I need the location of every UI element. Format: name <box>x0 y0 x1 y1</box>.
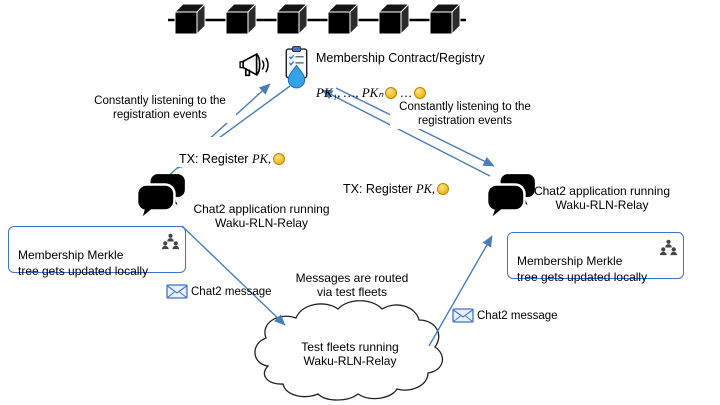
coin-icon <box>273 153 286 165</box>
tx-register-right: TX: Register PK, <box>341 167 454 197</box>
arrow-chat2-message-right <box>428 235 493 347</box>
members-tree-icon <box>161 232 180 251</box>
tx-prefix: TX: Register <box>179 152 252 166</box>
merkle-box-right: Membership Merkle tree gets updated loca… <box>507 232 684 284</box>
listening-label-right: Constantly listening to the registration… <box>390 101 540 129</box>
arrow-tx-right <box>321 89 491 177</box>
keys-ellipsis: … <box>399 84 413 100</box>
test-fleets-label: Test fleets running Waku-RLN-Relay <box>301 340 399 369</box>
coin-icon <box>414 86 427 99</box>
tx-pk: PK, <box>415 182 436 196</box>
routed-label: Messages are routed via test fleets <box>281 271 423 300</box>
blockchain-cubes-icon <box>168 2 466 36</box>
chat2-message-label-right: Chat2 message <box>477 310 558 322</box>
contract-keys: PK₁, …, PKₙ … <box>316 69 428 100</box>
merkle-box-left: Membership Merkle tree gets updated loca… <box>8 226 186 278</box>
chat2-message-label-left: Chat2 message <box>191 286 272 298</box>
coin-icon <box>385 86 398 99</box>
tx-pk: PK, <box>251 152 272 166</box>
merkle-box-left-text: Membership Merkle tree gets updated loca… <box>18 248 149 278</box>
listening-label-left: Constantly listening to the registration… <box>84 95 236 123</box>
megaphone-icon <box>237 49 270 82</box>
merkle-box-right-text: Membership Merkle tree gets updated loca… <box>517 254 648 284</box>
contract-title: Membership Contract/Registry <box>316 51 485 65</box>
arrow-chat2-message-left <box>181 225 286 326</box>
coin-icon <box>437 183 450 195</box>
chat-bubbles-icon-right <box>485 170 539 224</box>
chat-bubbles-icon-left <box>135 170 189 224</box>
tx-register-left: TX: Register PK, <box>177 137 290 167</box>
envelope-icon-right <box>452 308 474 323</box>
envelope-icon-left <box>166 284 188 299</box>
registry-clipboard-icon <box>283 45 310 92</box>
members-tree-icon <box>659 238 678 257</box>
tx-prefix: TX: Register <box>343 182 416 196</box>
cloud-icon <box>254 300 444 401</box>
chat-app-label-right: Chat2 application running Waku-RLN-Relay <box>533 184 671 213</box>
contract-keys-text: PK₁, …, PKₙ <box>316 84 384 100</box>
chat-app-label-left: Chat2 application running Waku-RLN-Relay <box>193 202 330 231</box>
